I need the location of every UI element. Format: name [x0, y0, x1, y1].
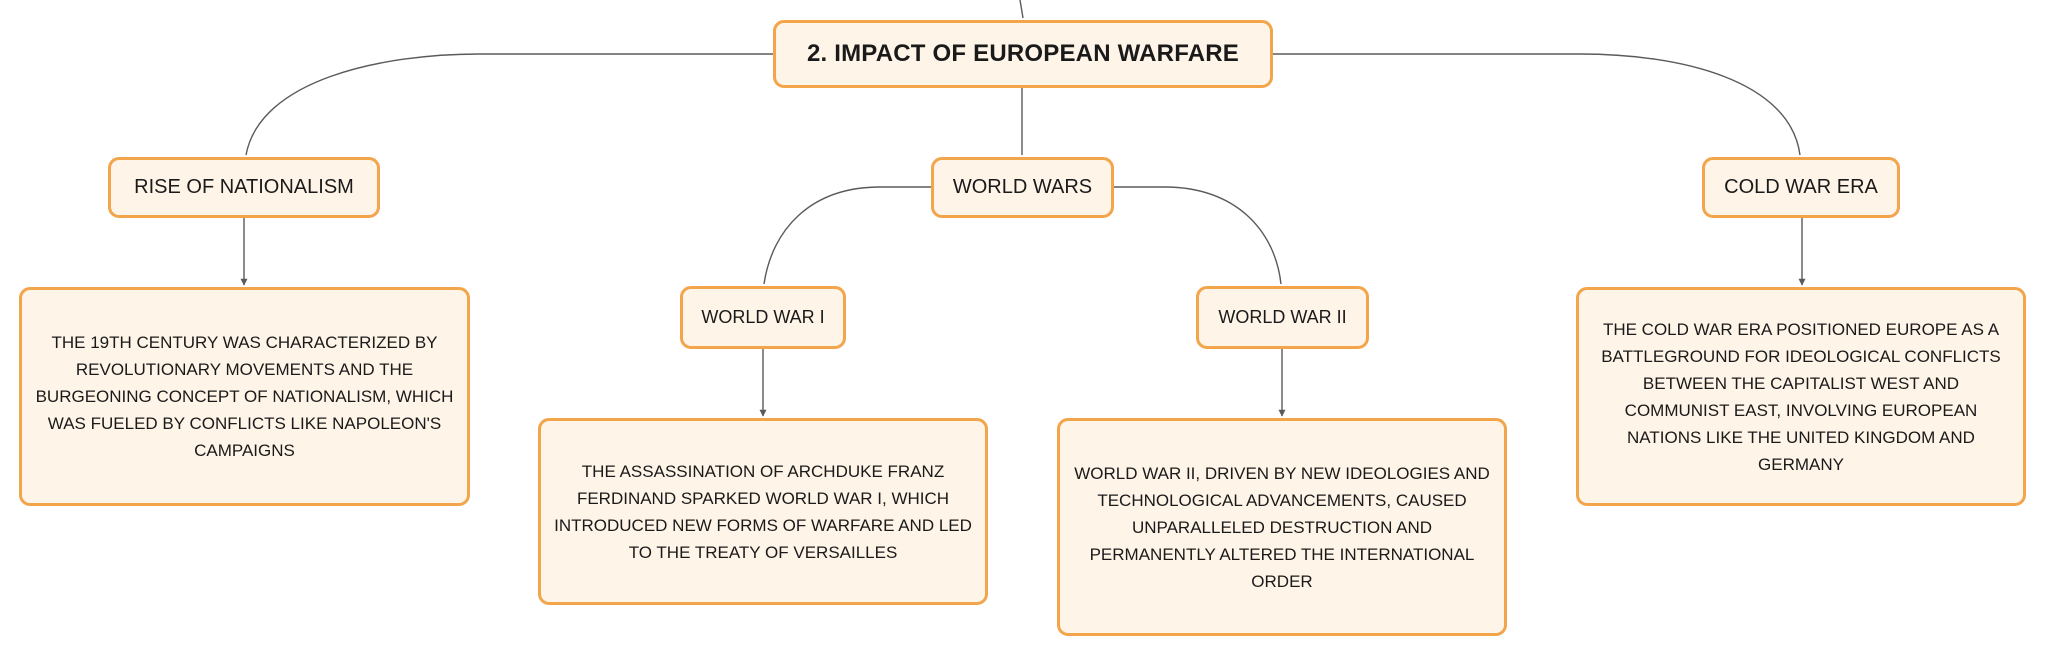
- connector-root-to-rise-of-nationalism: [245, 53, 773, 156]
- subtopic-label-world-war-ii: WORLD WAR II: [1218, 307, 1347, 327]
- detail-text-world-war-i: THE ASSASSINATION OF ARCHDUKE FRANZ FERD…: [554, 461, 972, 562]
- connector-world-wars-to-world-war-i: [763, 186, 931, 285]
- connector-world-wars-to-world-war-ii: [1114, 186, 1282, 285]
- detail-node-rise-of-nationalism[interactable]: THE 19TH CENTURY WAS CHARACTERIZED BY RE…: [19, 287, 470, 506]
- topic-node-cold-war-era[interactable]: COLD WAR ERA: [1702, 157, 1900, 218]
- connector-root-to-cold-war-era: [1273, 53, 1801, 156]
- detail-text-rise-of-nationalism: THE 19TH CENTURY WAS CHARACTERIZED BY RE…: [35, 333, 454, 460]
- subtopic-node-world-war-ii[interactable]: WORLD WAR II: [1196, 286, 1369, 349]
- root-topic-label: 2. IMPACT OF EUROPEAN WARFARE: [806, 40, 1240, 67]
- subtopic-label-world-war-i: WORLD WAR I: [701, 307, 825, 327]
- detail-text-cold-war-era: THE COLD WAR ERA POSITIONED EUROPE AS A …: [1601, 319, 2001, 474]
- detail-node-world-war-i[interactable]: THE ASSASSINATION OF ARCHDUKE FRANZ FERD…: [538, 418, 988, 605]
- subtopic-node-world-war-i[interactable]: WORLD WAR I: [680, 286, 846, 349]
- connector-parent-to-root: [1019, 0, 1024, 19]
- root-topic-node[interactable]: 2. IMPACT OF EUROPEAN WARFARE: [773, 20, 1273, 88]
- topic-label-world-wars: WORLD WARS: [952, 176, 1093, 198]
- topic-node-rise-of-nationalism[interactable]: RISE OF NATIONALISM: [108, 157, 380, 218]
- topic-node-world-wars[interactable]: WORLD WARS: [931, 157, 1114, 218]
- detail-node-cold-war-era[interactable]: THE COLD WAR ERA POSITIONED EUROPE AS A …: [1576, 287, 2026, 506]
- detail-node-world-war-ii[interactable]: WORLD WAR II, DRIVEN BY NEW IDEOLOGIES A…: [1057, 418, 1507, 636]
- topic-label-rise-of-nationalism: RISE OF NATIONALISM: [134, 176, 354, 198]
- detail-text-world-war-ii: WORLD WAR II, DRIVEN BY NEW IDEOLOGIES A…: [1074, 463, 1490, 591]
- topic-label-cold-war-era: COLD WAR ERA: [1724, 176, 1878, 198]
